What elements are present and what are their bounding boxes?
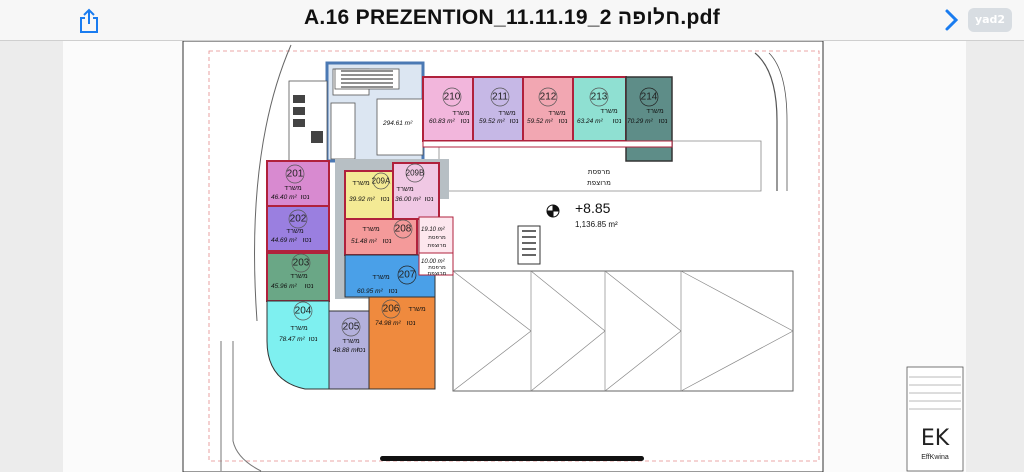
svg-text:משרד: משרד [372,273,390,281]
svg-text:נטו: נטו [304,282,313,290]
svg-text:נטו: נטו [509,117,518,125]
svg-text:74.98 m²: 74.98 m² [375,320,401,327]
svg-text:נטו: נטו [308,335,317,343]
svg-text:59.52 m²: 59.52 m² [527,118,553,125]
svg-text:משרד: משרד [352,179,370,187]
svg-text:נטו: נטו [300,193,309,201]
svg-text:משרד: משרד [290,324,308,332]
svg-text:נטו: נטו [612,117,621,125]
logo: EK [921,426,950,451]
room-212[interactable]: 212 משרד 59.52 m² נטו [522,76,574,142]
svg-text:63.24 m²: 63.24 m² [577,118,603,125]
room-201[interactable]: 201 משרד 46.40 m² נטו [266,160,330,207]
svg-text:נטו: נטו [658,117,667,125]
svg-text:משרד: משרד [646,107,664,115]
svg-text:משרד: משרד [290,272,308,280]
svg-text:211: 211 [492,92,508,103]
svg-text:59.52 m²: 59.52 m² [479,118,505,125]
svg-text:201: 201 [287,169,304,180]
room-211[interactable]: 211 משרד 59.52 m² נטו [472,76,524,142]
svg-text:212: 212 [540,92,557,103]
svg-text:205: 205 [343,322,360,333]
core-area-label: 294.61 m² [382,120,413,127]
svg-text:206: 206 [383,304,400,315]
svg-text:10.00 m²: 10.00 m² [421,259,446,265]
chevron-right-icon[interactable] [942,8,960,32]
svg-text:מרפסת: מרפסת [428,265,446,271]
svg-text:204: 204 [295,306,312,317]
svg-text:213: 213 [591,92,608,103]
floor-plan: 294.61 m² 210 משרד 60.83 m² נטו 211 משרד… [182,41,964,472]
svg-text:70.29 m²: 70.29 m² [627,118,653,125]
svg-text:משרד: משרד [284,184,302,192]
document-title: A.16 PREZENTION_11.11.19_2 חלופה.pdf [303,6,721,29]
svg-text:נטו: נטו [380,195,389,203]
level-mark: +8.85 [575,200,611,216]
svg-text:משרד: משרד [600,107,618,115]
svg-text:36.00 m²: 36.00 m² [395,196,421,203]
svg-text:משרד: משרד [342,337,360,345]
terrace-label-1: מרפסת [588,168,610,176]
svg-text:מרוצפת: מרוצפת [428,243,447,249]
svg-text:נטו: נטו [460,117,469,125]
share-icon[interactable] [78,8,100,34]
title-block: EK EffKwina [906,366,964,472]
svg-text:45.96 m²: 45.96 m² [271,283,297,290]
svg-text:19.10 m²: 19.10 m² [421,227,446,233]
svg-text:51.48 m²: 51.48 m² [351,238,377,245]
svg-text:48.88 m²: 48.88 m² [333,347,359,354]
svg-text:78.47 m²: 78.47 m² [279,336,305,343]
svg-text:משרד: משרד [362,225,380,233]
room-204[interactable]: 204 משרד 78.47 m² נטו [266,300,330,390]
svg-text:60.95 m²: 60.95 m² [357,288,383,295]
svg-text:44.69 m²: 44.69 m² [271,237,297,244]
room-213[interactable]: 213 משרד 63.24 m² נטו [572,76,627,142]
svg-text:משרד: משרד [396,185,414,193]
level-area: 1,136.85 m² [575,220,618,229]
room-205[interactable]: 205 משרד 48.88 m² נטו [328,310,370,390]
room-209b[interactable]: 209B משרד 36.00 m² נטו [392,162,440,220]
svg-text:203: 203 [293,258,310,269]
svg-text:נטו: נטו [388,287,397,295]
svg-text:נטו: נטו [406,319,415,327]
svg-text:מרוצפת: מרוצפת [428,271,447,277]
room-209a[interactable]: 209A משרד 39.92 m² נטו [344,170,394,220]
svg-text:209B: 209B [406,169,425,178]
svg-text:202: 202 [290,214,307,225]
svg-text:משרד: משרד [452,109,470,117]
svg-text:נטו: נטו [558,117,567,125]
svg-text:משרד: משרד [408,305,426,313]
svg-text:214: 214 [641,92,658,103]
balcony-2[interactable]: 10.00 m² מרפסת מרוצפת [418,252,454,277]
svg-text:39.92 m²: 39.92 m² [349,196,375,203]
svg-text:משרד: משרד [548,109,566,117]
svg-text:207: 207 [399,270,416,281]
svg-text:208: 208 [395,224,412,235]
svg-text:נטו: נטו [356,346,365,354]
svg-text:מרפסת: מרפסת [428,235,446,241]
room-202[interactable]: 202 משרד 44.69 m² נטו [266,205,330,252]
svg-text:משרד: משרד [286,227,304,235]
svg-text:משרד: משרד [498,109,516,117]
svg-text:209A: 209A [372,177,391,186]
room-203[interactable]: 203 משרד 45.96 m² נטו [266,252,330,302]
balcony-1[interactable]: 19.10 m² מרפסת מרוצפת [418,216,454,254]
page-gutter-left [0,41,63,472]
svg-text:נטו: נטו [302,236,311,244]
room-210[interactable]: 210 משרד 60.83 m² נטו [422,76,474,142]
home-indicator[interactable] [380,456,644,461]
page-gutter-right [966,41,1024,472]
brand: EffKwina [921,454,949,461]
watermark-logo: yad2 [968,8,1012,32]
svg-text:60.83 m²: 60.83 m² [429,118,455,125]
room-206[interactable]: 206 משרד 74.98 m² נטו [368,296,436,390]
room-208[interactable]: 208 משרד 51.48 m² נטו [344,218,418,256]
svg-text:210: 210 [444,92,461,103]
room-214[interactable]: 214 משרד 70.29 m² נטו [625,76,673,162]
svg-text:46.40 m²: 46.40 m² [271,194,297,201]
svg-text:נטו: נטו [382,237,391,245]
terrace-label-2: מרוצפת [587,179,611,187]
svg-text:נטו: נטו [424,195,433,203]
pdf-viewer-toolbar: A.16 PREZENTION_11.11.19_2 חלופה.pdf yad… [0,0,1024,41]
